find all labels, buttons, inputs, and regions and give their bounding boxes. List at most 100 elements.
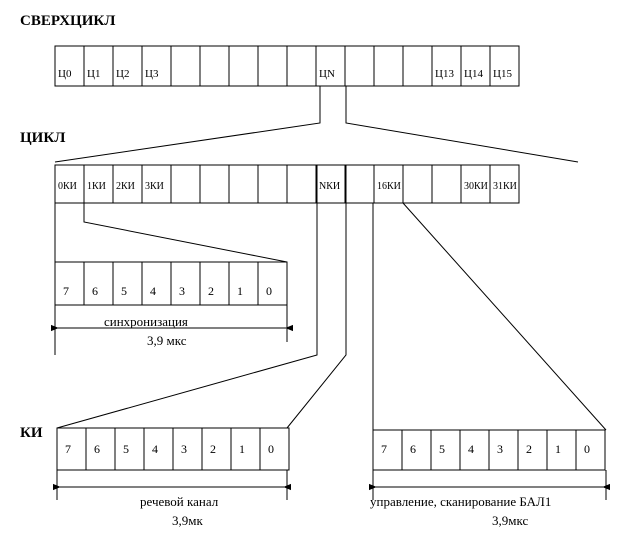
frame-label-11: 16КИ: [377, 181, 401, 192]
superframe-cell-0: [54, 45, 85, 87]
control-bit-label-1: 6: [410, 442, 416, 456]
frame-to-control-right: [402, 202, 607, 431]
superframe-cell-2: [112, 45, 143, 87]
superframe-cell-4: [170, 45, 201, 87]
connector-lines: [54, 86, 607, 500]
superframe-cell-8: [286, 45, 317, 87]
frame-label-1: 1КИ: [87, 181, 106, 192]
superframe-label-0: Ц0: [58, 68, 72, 80]
control-caption: управление, сканирование БАЛ1: [370, 494, 551, 509]
sync-bit-label-3: 4: [150, 284, 156, 298]
speech-bit-cell-3: [143, 427, 174, 471]
frame-label: ЦИКЛ: [20, 130, 65, 146]
superframe-cell-15: [489, 45, 520, 87]
sync-bit-label-4: 3: [179, 284, 185, 298]
frame-cell-1: [83, 164, 114, 204]
control-bit-label-2: 5: [439, 442, 445, 456]
control-time: 3,9мкс: [492, 513, 528, 528]
superframe-cell-1: [83, 45, 114, 87]
sync-bit-label-0: 7: [63, 284, 69, 298]
control-bit-cell-4: [488, 429, 519, 471]
control-bit-label-4: 3: [497, 442, 503, 456]
frame-label-14: 30КИ: [464, 181, 488, 192]
speech-bit-cell-0: [56, 427, 87, 471]
sync-bit-label-1: 6: [92, 284, 98, 298]
frame-to-speech-right: [286, 165, 347, 429]
speech-bit-label-5: 2: [210, 442, 216, 456]
superframe-label-15: Ц15: [493, 68, 512, 80]
speech-bit-label-1: 6: [94, 442, 100, 456]
frame-label-2: 2КИ: [116, 181, 135, 192]
control-bit-cell-3: [459, 429, 490, 471]
frame-cell-6: [228, 164, 259, 204]
sync-bit-cell-6: [228, 261, 259, 306]
speech-bit-cell-4: [172, 427, 203, 471]
speech-bit-cell-6: [230, 427, 261, 471]
sync-bit-label-5: 2: [208, 284, 214, 298]
superframe-cell-3: [141, 45, 172, 87]
speech-bit-cell-7: [259, 427, 290, 471]
control-bit-label-5: 2: [526, 442, 532, 456]
sync-bit-cell-7: [257, 261, 288, 306]
speech-bit-label-2: 5: [123, 442, 129, 456]
sync-bit-cell-5: [199, 261, 230, 306]
superframe-cell-10: [344, 45, 375, 87]
frame-cell-7: [257, 164, 288, 204]
control-bit-cell-2: [430, 429, 461, 471]
speech-bit-label-0: 7: [65, 442, 71, 456]
frame-cell-10: [344, 164, 375, 204]
superframe-to-frame-right: [345, 86, 579, 163]
frame-cell-11: [373, 164, 404, 204]
frame-cell-8: [286, 164, 317, 204]
speech-bit-cell-5: [201, 427, 232, 471]
sync-bit-cell-2: [112, 261, 143, 306]
control-bits-row: 7 6 5 4 3 2 1 0: [372, 429, 606, 471]
frame-cell-0: [54, 164, 85, 204]
superframe-to-frame-left: [54, 86, 321, 163]
superframe-label-2: Ц2: [116, 68, 129, 80]
frame-cell-2: [112, 164, 143, 204]
superframe-label-3: Ц3: [145, 68, 159, 80]
sync-caption: синхронизация: [104, 314, 188, 329]
control-bit-label-0: 7: [381, 442, 387, 456]
control-bit-cell-5: [517, 429, 548, 471]
speech-bit-label-6: 1: [239, 442, 245, 456]
frame-to-speech-left: [56, 165, 318, 429]
sync-bit-label-7: 0: [266, 284, 272, 298]
speech-bit-label-4: 3: [181, 442, 187, 456]
superframe-cell-14: [460, 45, 491, 87]
superframe-label: СВЕРХЦИКЛ: [20, 13, 115, 29]
superframe-cell-12: [402, 45, 433, 87]
superframe-cell-11: [373, 45, 404, 87]
frame-cell-4: [170, 164, 201, 204]
control-bit-label-6: 1: [555, 442, 561, 456]
superframe-cell-13: [431, 45, 462, 87]
frame-cell-12: [402, 164, 433, 204]
superframe-cell-7: [257, 45, 288, 87]
sync-bit-cell-0: [54, 261, 85, 306]
superframe-label-14: Ц14: [464, 68, 483, 80]
frame-label-9: NКИ: [319, 181, 340, 192]
speech-caption: речевой канал: [140, 494, 219, 509]
superframe-label-9: ЦN: [319, 68, 335, 80]
control-bit-label-3: 4: [468, 442, 474, 456]
frame-cell-9: [315, 164, 346, 204]
frame-label-15: 31КИ: [493, 181, 517, 192]
sync-bit-cell-3: [141, 261, 172, 306]
control-bit-label-7: 0: [584, 442, 590, 456]
speech-bit-cell-2: [114, 427, 145, 471]
frame-label-0: 0КИ: [58, 181, 77, 192]
superframe-cell-6: [228, 45, 259, 87]
control-bit-cell-7: [575, 429, 606, 471]
sync-bit-label-2: 5: [121, 284, 127, 298]
sync-time: 3,9 мкс: [147, 333, 187, 348]
channel-label: КИ: [20, 425, 43, 441]
superframe-label-1: Ц1: [87, 68, 100, 80]
frame-cell-5: [199, 164, 230, 204]
speech-bit-cell-1: [85, 427, 116, 471]
speech-time: 3,9мк: [172, 513, 203, 528]
